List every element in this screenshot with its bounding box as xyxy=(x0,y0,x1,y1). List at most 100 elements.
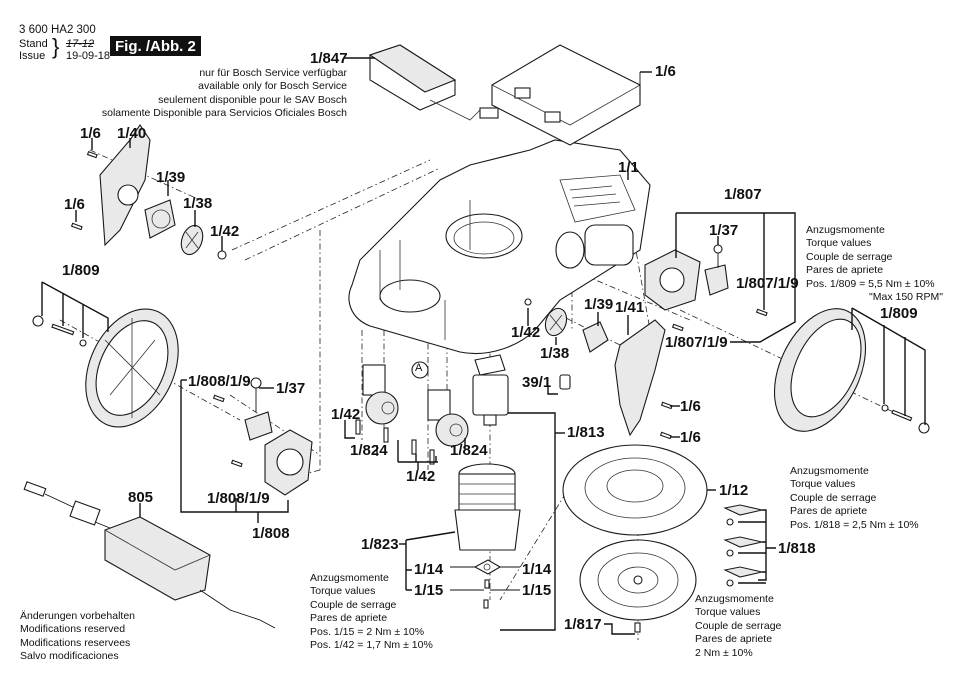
label-1-6-cover-a: 1/6 xyxy=(680,398,701,415)
torque-line: Anzugsmomente xyxy=(310,572,389,584)
label-805: 805 xyxy=(128,489,154,506)
stand-value-struck: 17-12 xyxy=(66,38,95,50)
torque-line-rpm: "Max 150 RPM" xyxy=(869,291,943,304)
housing-part xyxy=(348,139,651,355)
blade-guard-1-12 xyxy=(562,444,708,536)
blades-1-818 xyxy=(723,504,763,587)
right-hub-1-38 xyxy=(524,298,568,337)
footer-line: Modifications reserved xyxy=(20,623,126,636)
detail-marker-a: A xyxy=(415,362,423,374)
stand-label: Stand xyxy=(19,38,48,50)
left-wheel-1-809 xyxy=(32,308,179,428)
label-1-42-right: 1/42 xyxy=(511,324,541,341)
label-39-1: 39/1 xyxy=(522,374,552,391)
label-1-14-right: 1/14 xyxy=(522,561,552,578)
footer-line: Salvo modificaciones xyxy=(20,650,119,663)
right-drive-1-807 xyxy=(644,244,768,332)
torque-note-1-15-1-42: Anzugsmomente Torque values Couple de se… xyxy=(310,572,433,652)
torque-line: Couple de serrage xyxy=(790,491,877,504)
knob-39-1 xyxy=(559,374,571,390)
torque-line: Pares de apriete xyxy=(790,505,868,518)
label-1-15-right: 1/15 xyxy=(522,582,552,599)
label-1-6-pcb-screw: 1/6 xyxy=(655,63,676,80)
label-1-808-1-9-bottom: 1/808/1/9 xyxy=(207,490,270,507)
flange-1-14 xyxy=(473,559,502,575)
label-1-847: 1/847 xyxy=(310,50,348,67)
label-1-824-right: 1/824 xyxy=(450,442,488,459)
service-module-1-847 xyxy=(368,44,499,121)
left-gear-cover-1-39 xyxy=(144,199,176,239)
label-1-808-1-9-top: 1/808/1/9 xyxy=(188,373,251,390)
torque-line: Couple de serrage xyxy=(806,250,893,263)
label-1-39-right: 1/39 xyxy=(584,296,614,313)
label-1-1-housing: 1/1 xyxy=(618,159,639,176)
left-drive-1-808 xyxy=(212,377,313,496)
label-1-6-left-bottom: 1/6 xyxy=(64,196,85,213)
torque-line: Pos. 1/42 = 1,7 Nm ± 10% xyxy=(310,639,433,652)
torque-line: Pos. 1/818 = 2,5 Nm ± 10% xyxy=(790,518,919,531)
left-hub-1-38 xyxy=(180,224,227,260)
label-1-38-right: 1/38 xyxy=(540,345,570,362)
label-1-38-left: 1/38 xyxy=(183,195,213,212)
label-1-12: 1/12 xyxy=(719,482,749,499)
label-1-809-right: 1/809 xyxy=(880,305,918,322)
label-1-42-left: 1/42 xyxy=(210,223,240,240)
service-note-line: seulement disponible pour le SAV Bosch xyxy=(158,93,347,106)
right-gear-cover-1-39 xyxy=(582,321,609,353)
torque-line: Couple de serrage xyxy=(695,619,782,632)
left-cover-1-40 xyxy=(70,124,151,247)
torque-line: Torque values xyxy=(310,585,376,598)
label-1-6-left-top: 1/6 xyxy=(80,125,101,142)
modifications-reserved-note: Änderungen vorbehalten Modifications res… xyxy=(20,610,135,664)
brace-symbol: } xyxy=(52,34,60,59)
torque-note-1-818: Anzugsmomente Torque values Couple de se… xyxy=(790,465,919,532)
label-1-823: 1/823 xyxy=(361,536,399,553)
service-note-line: solamente Disponible para Servicios Ofic… xyxy=(101,107,347,120)
label-1-39-left: 1/39 xyxy=(156,169,186,186)
stand-issue-labels: Stand Issue xyxy=(19,38,48,62)
right-wheel-1-809 xyxy=(773,308,930,434)
caster-left-1-824 xyxy=(355,364,399,443)
service-only-note: nur für Bosch Service verfügbar availabl… xyxy=(87,67,347,121)
label-1-807: 1/807 xyxy=(724,186,762,203)
caster-right-1-824 xyxy=(411,389,469,465)
label-1-809-left: 1/809 xyxy=(62,262,100,279)
torque-line: Anzugsmomente xyxy=(695,593,774,605)
label-1-813: 1/813 xyxy=(567,424,605,441)
issue-label: Issue xyxy=(19,50,46,62)
label-1-42-casters: 1/42 xyxy=(406,468,436,485)
detail-marker-circle xyxy=(411,361,429,379)
label-1-37-right: 1/37 xyxy=(709,222,739,239)
service-note-line: nur für Bosch Service verfügbar xyxy=(199,67,347,79)
label-1-40: 1/40 xyxy=(117,125,147,142)
issue-date: 19-09-18 xyxy=(66,50,111,62)
torque-line: Torque values xyxy=(806,237,872,250)
motor-1-813 xyxy=(472,354,509,426)
label-1-37-left: 1/37 xyxy=(276,380,306,397)
screw-motor-bottom xyxy=(483,599,489,609)
motor-mount-1-823 xyxy=(454,463,521,551)
torque-line: Anzugsmomente xyxy=(806,224,885,236)
torque-line: 2 Nm ± 10% xyxy=(695,646,753,659)
torque-line: Anzugsmomente xyxy=(790,465,869,477)
label-1-817: 1/817 xyxy=(564,616,602,633)
torque-line: Pares de apriete xyxy=(695,633,773,646)
torque-note-1-817: Anzugsmomente Torque values Couple de se… xyxy=(695,593,781,660)
torque-note-1-809: Anzugsmomente Torque values Couple de se… xyxy=(806,224,943,304)
service-note-line: available only for Bosch Service xyxy=(198,80,347,93)
footer-line: Änderungen vorbehalten xyxy=(20,610,136,622)
label-1-6-cover-b: 1/6 xyxy=(680,429,701,446)
label-1-42-caster: 1/42 xyxy=(331,406,361,423)
torque-line: Pares de apriete xyxy=(806,264,884,277)
label-1-808: 1/808 xyxy=(252,525,290,542)
document-number: 3 600 HA2 300 xyxy=(19,24,96,36)
label-1-14-left: 1/14 xyxy=(414,561,444,578)
torque-line: Pos. 1/809 = 5,5 Nm ± 10% xyxy=(806,277,935,290)
footer-line: Modifications reservees xyxy=(20,636,131,649)
leader-lines xyxy=(41,57,926,635)
torque-line: Torque values xyxy=(790,478,856,491)
screw-1-15 xyxy=(484,579,490,589)
torque-line: Torque values xyxy=(695,606,761,619)
stand-issue-values: 17-12 19-09-18 xyxy=(66,38,110,62)
